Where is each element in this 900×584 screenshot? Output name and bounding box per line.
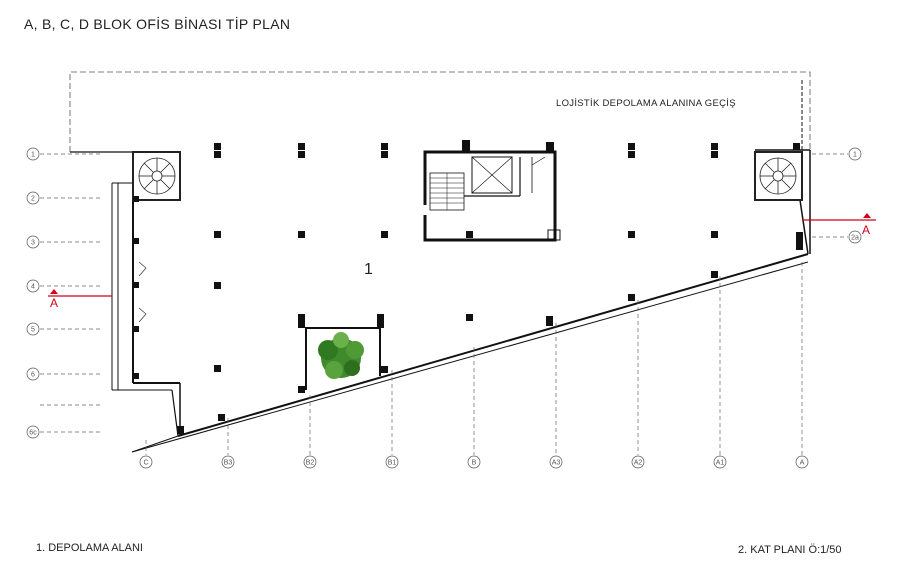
section-mark-right: A bbox=[862, 223, 870, 237]
doors-left bbox=[138, 261, 147, 323]
grid-lines-left bbox=[40, 153, 100, 433]
grid-label-left: 4 bbox=[31, 284, 35, 291]
grid-label-left: 6c bbox=[29, 430, 37, 437]
section-mark-left: A bbox=[50, 296, 58, 310]
grid-label-right: 1 bbox=[853, 152, 857, 159]
grid-label-left: 1 bbox=[31, 152, 35, 159]
grid-lines-right bbox=[812, 153, 848, 238]
page-title: A, B, C, D BLOK OFİS BİNASI TİP PLAN bbox=[24, 16, 291, 32]
grid-label-bottom: A bbox=[800, 460, 805, 467]
grid-label-left: 3 bbox=[31, 240, 35, 247]
columns bbox=[133, 140, 803, 434]
scale-label: 2. KAT PLANI Ö:1/50 bbox=[738, 544, 842, 556]
grid-label-left: 5 bbox=[31, 327, 35, 334]
section-marker-left: A bbox=[48, 289, 112, 310]
grid-label-left: 2 bbox=[31, 196, 35, 203]
grid-label-right: 2a bbox=[851, 235, 859, 242]
section-marker-right: A bbox=[802, 213, 876, 237]
central-core bbox=[423, 150, 561, 242]
grid-labels-bottom: C B3 B2 B1 B A3 A2 A1 A bbox=[143, 460, 804, 467]
grid-bubbles-right bbox=[848, 147, 862, 244]
grid-labels-right: 1 2a bbox=[851, 152, 859, 242]
grid-label-bottom: A3 bbox=[552, 460, 561, 467]
grid-labels-left: 1 2 3 4 5 6 6c bbox=[29, 152, 37, 437]
spiral-stair-left bbox=[132, 151, 181, 201]
spiral-stair-right bbox=[754, 151, 803, 201]
grid-label-bottom: A2 bbox=[634, 460, 643, 467]
legend: 1. DEPOLAMA ALANI bbox=[36, 542, 143, 554]
grid-label-bottom: A1 bbox=[716, 460, 725, 467]
grid-label-bottom: B bbox=[472, 460, 477, 467]
grid-label-left: 6 bbox=[31, 372, 35, 379]
grid-label-bottom: C bbox=[143, 460, 148, 467]
room-number: 1 bbox=[364, 261, 373, 278]
outer-boundary bbox=[69, 71, 811, 152]
grid-label-bottom: B3 bbox=[224, 460, 233, 467]
plan-note: LOJİSTİK DEPOLAMA ALANINA GEÇİŞ bbox=[556, 98, 736, 109]
grid-label-bottom: B2 bbox=[306, 460, 315, 467]
building-outline bbox=[70, 80, 811, 453]
courtyard bbox=[305, 327, 381, 390]
grid-bubbles-left bbox=[26, 147, 40, 439]
grid-bubbles-bottom bbox=[139, 455, 809, 469]
grid-lines-bottom bbox=[145, 262, 803, 455]
grid-label-bottom: B1 bbox=[388, 460, 397, 467]
